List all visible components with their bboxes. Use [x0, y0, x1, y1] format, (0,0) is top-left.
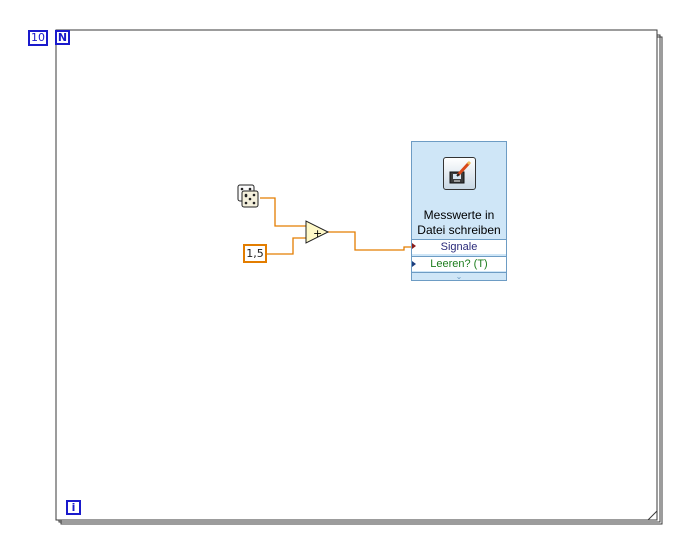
wire-random-to-add — [260, 197, 308, 227]
input-leeren[interactable]: Leeren? (T) — [412, 256, 506, 271]
loop-count-constant[interactable]: 10 — [28, 30, 48, 46]
write-measurement-file-icon — [443, 157, 476, 190]
add-function[interactable]: + — [305, 220, 330, 244]
wire-constant-to-add — [267, 237, 308, 255]
express-vi-title-line1: Messwerte in — [423, 208, 495, 222]
iteration-terminal[interactable]: i — [66, 500, 81, 515]
for-loop-structure[interactable] — [55, 29, 663, 525]
express-vi-title-line2: Datei schreiben — [417, 223, 501, 237]
input-leeren-label: Leeren? (T) — [430, 258, 488, 270]
input-signale-label: Signale — [440, 241, 478, 253]
input-signale[interactable]: Signale — [412, 239, 506, 254]
input-row-arrows — [412, 243, 416, 267]
add-symbol: + — [313, 227, 322, 240]
express-vi-title: Messwerte in Datei schreiben — [412, 208, 506, 238]
wire-add-to-signale — [327, 231, 411, 251]
expand-chevron-icon[interactable]: ⌄ — [412, 272, 506, 281]
wires[interactable] — [260, 197, 411, 255]
express-vi-write-measurement-file[interactable]: Messwerte in Datei schreiben Signale Lee… — [411, 141, 507, 281]
dice-icon[interactable] — [237, 184, 259, 208]
loop-resize-corner[interactable] — [646, 509, 658, 521]
numeric-constant[interactable]: 1,5 — [243, 244, 267, 263]
loop-count-terminal[interactable]: N — [55, 30, 70, 45]
